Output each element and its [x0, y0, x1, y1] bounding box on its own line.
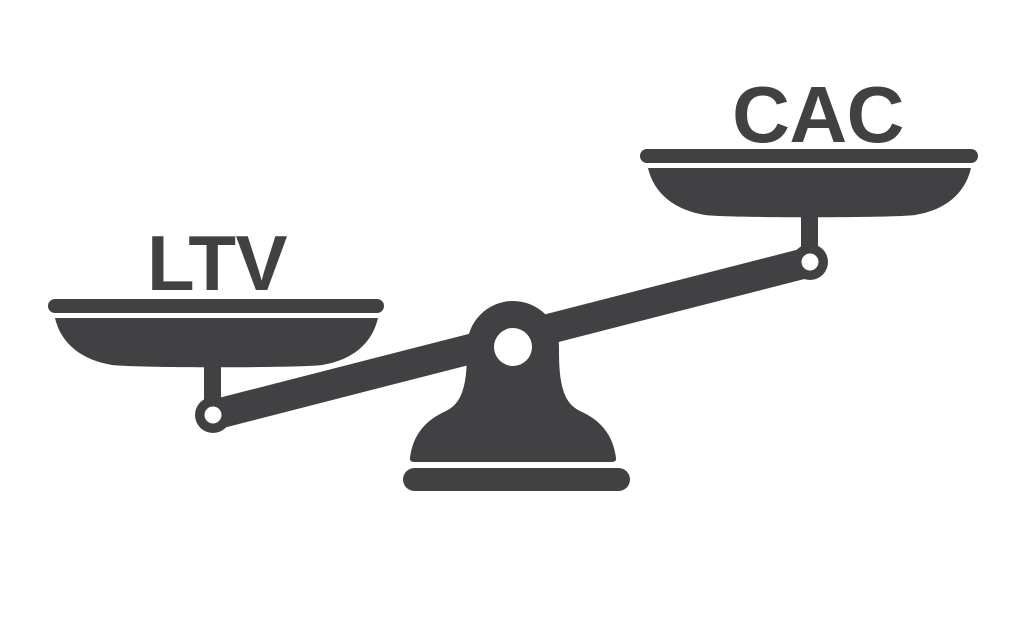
right-pivot-hole: [801, 253, 819, 271]
right-pan-assembly: CAC: [640, 70, 978, 280]
left-pivot-hole: [204, 406, 222, 424]
right-pan-bowl: [648, 168, 971, 218]
fulcrum-foot: [403, 468, 630, 491]
right-pan-rim: [640, 149, 978, 163]
left-pan-pivot: [195, 397, 231, 433]
left-pan-assembly: LTV: [48, 219, 384, 433]
fulcrum-body: [409, 301, 617, 462]
left-pan-bowl: [55, 318, 378, 368]
right-pan-pivot: [792, 244, 828, 280]
left-pan-label: LTV: [147, 219, 288, 307]
fulcrum-pivot-hole: [494, 328, 532, 366]
right-pan-label: CAC: [732, 70, 904, 159]
left-pan-rim: [48, 299, 384, 313]
fulcrum-assembly: [403, 301, 630, 491]
